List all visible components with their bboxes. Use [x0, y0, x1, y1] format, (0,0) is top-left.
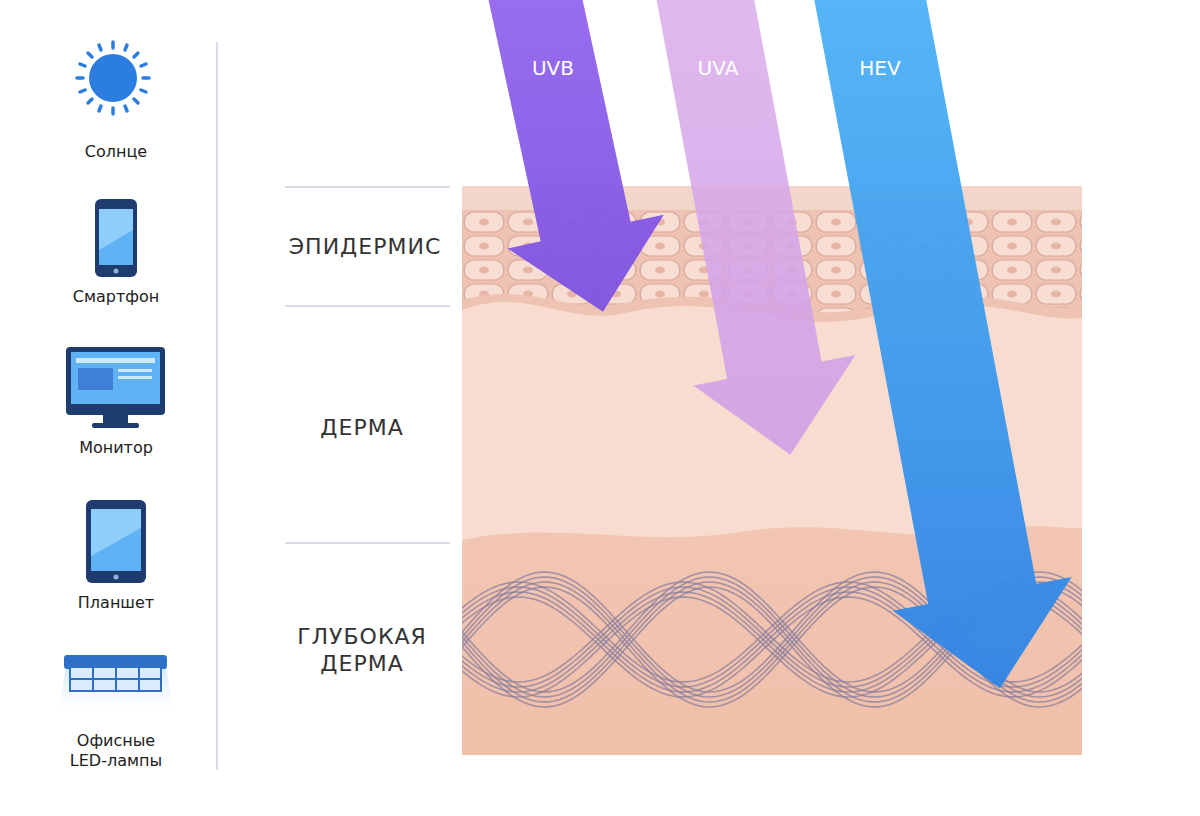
radiation-arrow: UVB [488, 0, 664, 312]
arrow-shape [814, 0, 1072, 688]
radiation-label: UVA [698, 56, 739, 80]
smartphone-icon [95, 199, 137, 277]
monitor-icon [66, 347, 165, 428]
layer-label: ЭПИДЕРМИС [270, 233, 460, 261]
guide-line [285, 542, 450, 544]
source-label: Смартфон [41, 287, 191, 307]
radiation-label: HEV [859, 56, 900, 80]
led-lamp-icon [56, 655, 176, 720]
source-label: Офисные LED-лампы [56, 731, 176, 771]
source-label: Солнце [41, 142, 191, 162]
arrow-body [814, 0, 1072, 688]
radiation-arrow: HEV [814, 0, 1072, 688]
guide-line [285, 305, 450, 307]
arrow-shape [488, 0, 664, 312]
radiation-arrow: UVA [656, 0, 856, 455]
sun-icon [77, 42, 149, 114]
arrow-shape [656, 0, 856, 455]
guide-line [285, 186, 450, 188]
radiation-label: UVB [532, 56, 574, 80]
source-label: Монитор [41, 438, 191, 458]
divider [216, 42, 218, 770]
layer-label: ГЛУБОКАЯ ДЕРМА [272, 623, 452, 678]
arrow-body [656, 0, 855, 455]
source-label: Планшет [41, 593, 191, 613]
arrow-body [488, 0, 664, 312]
layer-label: ДЕРМА [267, 414, 457, 442]
tablet-icon [86, 500, 146, 583]
